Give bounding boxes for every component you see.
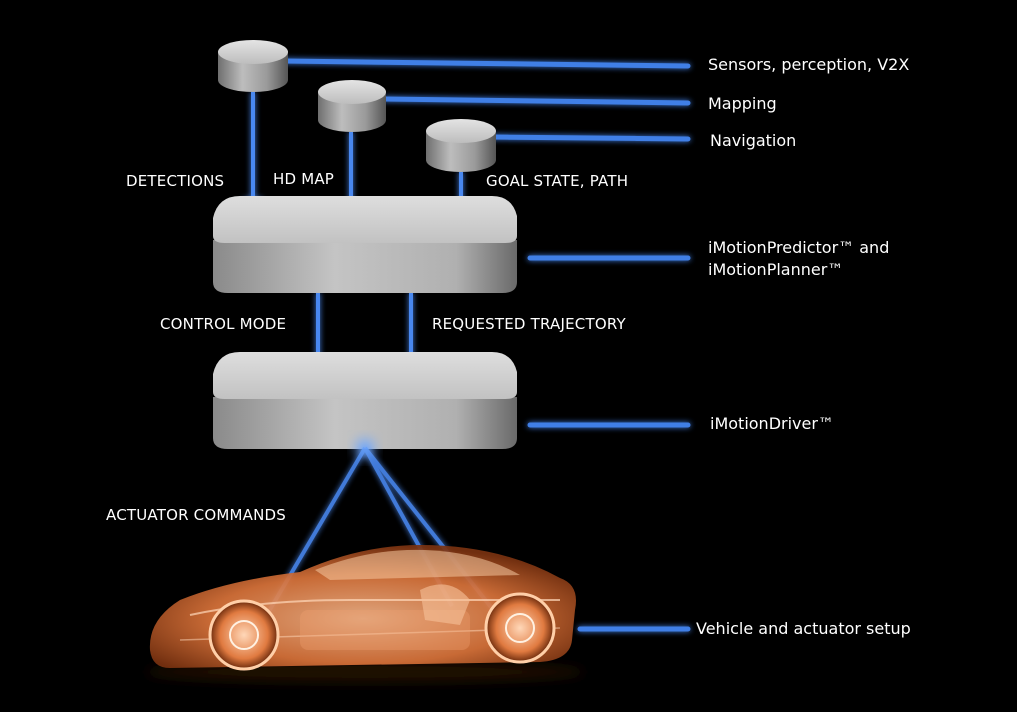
rear-wheel <box>484 592 556 664</box>
front-wheel <box>208 599 280 671</box>
beam-origin-glow <box>356 439 374 457</box>
navigation-connector <box>489 134 691 142</box>
mapping-label: Mapping <box>708 94 777 113</box>
actuator-commands-label: ACTUATOR COMMANDS <box>106 506 286 524</box>
vehicle-label: Vehicle and actuator setup <box>696 619 911 638</box>
sensors-connector <box>282 58 691 69</box>
control-mode-label: CONTROL MODE <box>160 315 287 333</box>
detections-label: DETECTIONS <box>126 172 225 190</box>
planner-label-line2: iMotionPlanner™ <box>708 260 844 279</box>
sensors-cylinder <box>218 40 288 92</box>
requested-trajectory-label: REQUESTED TRAJECTORY <box>432 315 626 333</box>
navigation-label: Navigation <box>710 131 797 150</box>
predictor-label-line1: iMotionPredictor™ and <box>708 238 890 257</box>
sensors-label: Sensors, perception, V2X <box>708 55 910 74</box>
hd-map-label: HD MAP <box>273 170 335 188</box>
vehicle-illustration <box>145 545 585 682</box>
predictor-planner-block <box>213 196 517 293</box>
label-connectors <box>282 58 691 632</box>
mapping-connector <box>382 96 691 106</box>
navigation-cylinder <box>426 119 496 172</box>
driver-block <box>213 352 517 449</box>
mapping-cylinder <box>318 80 386 132</box>
driver-label: iMotionDriver™ <box>710 414 834 433</box>
goal-state-label: GOAL STATE, PATH <box>486 172 629 190</box>
